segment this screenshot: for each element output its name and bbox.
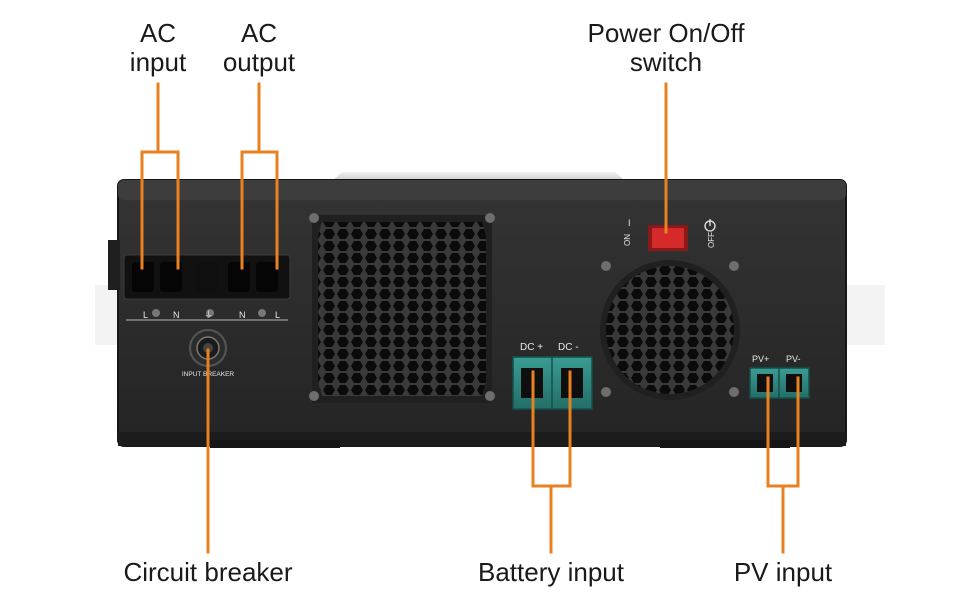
screw	[601, 261, 611, 271]
screw	[309, 213, 319, 223]
dc-plus-label: DC +	[520, 342, 543, 353]
callout-battery-input: Battery input	[456, 558, 646, 587]
screw	[601, 387, 611, 397]
callout-ac-input-line1: AC	[139, 18, 177, 48]
screw	[729, 261, 739, 271]
side-bracket	[108, 240, 120, 290]
screw	[729, 387, 739, 397]
battery-terminals: DC + DC -	[512, 342, 593, 410]
callout-battery-input-text: Battery input	[478, 557, 624, 587]
chassis-foot-right	[660, 440, 790, 448]
chassis-foot-left	[210, 440, 340, 448]
callout-circuit-breaker-text: Circuit breaker	[123, 557, 293, 587]
terminal-label-n2: N	[239, 310, 246, 320]
fan-grille-right	[600, 260, 740, 400]
callout-ac-input: AC input	[118, 19, 198, 77]
callout-ac-output: AC output	[209, 19, 309, 77]
screw	[485, 213, 495, 223]
pv-plus-label: PV+	[752, 354, 769, 364]
callout-circuit-breaker: Circuit breaker	[100, 558, 316, 587]
leader-pv-input	[766, 376, 800, 554]
pv-minus-label: PV-	[786, 354, 801, 364]
leader-battery-input	[531, 370, 572, 554]
switch-label-off: OFF	[707, 232, 716, 248]
callout-pv-input-text: PV input	[733, 557, 833, 587]
terminal-label-l1: L	[143, 310, 148, 320]
leader-ac-input	[140, 82, 180, 270]
leader-lines	[140, 82, 800, 554]
fan-grille-left	[309, 213, 495, 403]
screw	[485, 391, 495, 401]
ac-terminal-block: L N ⏚ N L	[123, 254, 291, 321]
callout-ac-input-line2: input	[129, 47, 187, 77]
callout-pv-input: PV input	[708, 558, 858, 587]
callout-power-switch-line1: Power On/Off	[587, 18, 745, 48]
power-switch[interactable]: ON I OFF	[623, 218, 716, 251]
callout-ac-output-line2: output	[222, 47, 296, 77]
switch-label-bar: I	[628, 218, 631, 228]
terminal-label-l2: L	[275, 310, 280, 320]
dc-minus-label: DC -	[558, 342, 579, 353]
screw	[309, 391, 319, 401]
terminal-label-n1: N	[173, 310, 180, 320]
chassis-top-edge	[118, 180, 846, 200]
callout-power-switch: Power On/Off switch	[566, 19, 766, 77]
callout-power-switch-line2: switch	[629, 47, 703, 77]
callout-ac-output-line1: AC	[240, 18, 278, 48]
leader-ac-output	[240, 82, 279, 270]
terminal-label-ground: ⏚	[204, 310, 213, 320]
switch-label-on: ON	[623, 234, 632, 246]
